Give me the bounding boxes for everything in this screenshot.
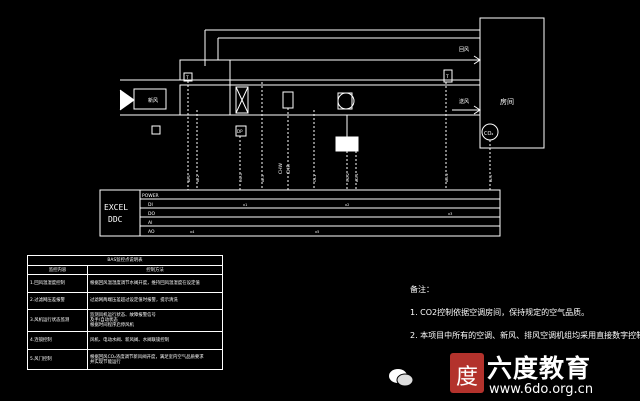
table-cell: 2.过滤网压差报警 [27,291,88,311]
point-labels: AI-1 AI-2 DO-1 AI-3 DI-1 DO-2 AO-1 AO-2 … [187,173,493,182]
controller-line1: EXCEL [104,203,128,212]
bas-point-table: BAS监控点说明表 监控内容 控制方法 1.回风温湿度控制根据回风温湿度调节水阀… [27,255,223,370]
point-label: AI-4 [489,174,493,182]
sensor-label-chw: CHW [278,162,284,174]
point-label: DO-2 [346,173,350,182]
table-cell: 监测风机运行状态、故障报警信号 及手/自动状态 根据时间程序启停风机 [87,309,223,333]
controller-line2: DDC [108,215,123,224]
return-air-label: 回风 [459,47,469,53]
hvac-control-diagram: 新风 回风 送风 房间 CO₂ EXCEL DDC POWER DI DO AI… [99,17,545,237]
watermark: 度 六度教育 www.6do.org.cn [389,345,640,401]
co2-label: CO₂ [484,131,493,137]
point-label: AI-1 [187,175,191,182]
table-cell: 根据回风CO₂浓度调节新风阀开度，满足室内空气品质要求 并实现节能运行 [87,349,223,370]
brand-name: 六度教育 [487,354,592,383]
point-label: AI-2 [196,175,200,182]
point-label: AO-2 [445,173,449,182]
brand-url: www.6do.org.cn [489,382,594,397]
table-cell: 5.风门控制 [27,349,88,370]
box-label-t1: T [185,75,189,81]
small-label: x3 [448,212,452,216]
brand-logo-icon: 度 [450,353,484,393]
table-header: 控制方法 [87,265,223,275]
table-cell: 风机、电动水阀、新风阀、水阀联锁控制 [87,331,223,350]
fresh-air-label: 新风 [148,97,158,104]
io-row-3: AI [148,220,152,226]
table-header: 监控内容 [27,265,88,275]
small-label: x4 [190,230,195,234]
table-cell: 3.风机运行状态监测 [27,309,88,333]
fresh-air-inlet [119,89,135,111]
sensor-label-chr: CHR [286,164,292,174]
io-row-1: DI [148,202,153,208]
note-item: 2. 本项目中所有的空调、新风、排风空调机组均采用直接数字控制系统。 [410,331,640,340]
notes: 备注： 1. CO2控制依据空调房间，保持规定的空气品质。 2. 本项目中所有的… [410,284,640,353]
table-cell: 1.回风温湿度控制 [27,274,88,293]
room-block [479,17,545,149]
box-label-t2: T [445,74,449,80]
io-row-4: AO [148,229,155,235]
point-label: DI-1 [313,175,317,182]
room-label: 房间 [500,97,514,106]
table-cell: 4.连锁控制 [27,331,88,350]
notes-header: 备注： [410,285,434,294]
wechat-icon [389,369,414,387]
small-label: x1 [243,203,247,207]
point-label: AO-1 [355,173,359,182]
small-label: x5 [315,230,319,234]
ddc-controller [99,189,501,237]
table-cell: 根据回风温湿度调节水阀开度，维持回风温湿度在设定值 [87,274,223,293]
io-row-2: DO [148,211,155,217]
small-label: x2 [345,203,349,207]
note-item: 1. CO2控制依据空调房间，保持规定的空气品质。 [410,308,590,317]
table-cell: 过滤网两端压差超过设定值时报警，提示清洗 [87,291,223,311]
valve-actuator [335,136,359,152]
supply-air-label: 送风 [459,98,469,105]
io-row-0: POWER [142,193,159,199]
box-label-dp: DP [237,129,243,134]
point-label: DO-1 [239,173,243,182]
coil [282,91,294,109]
small-labels: x1 x2 x3 x4 x5 [190,203,452,234]
filter [235,86,249,114]
table-title: BAS监控点说明表 [27,255,223,266]
point-label: AI-3 [261,175,265,182]
ahu-duct [179,59,481,81]
